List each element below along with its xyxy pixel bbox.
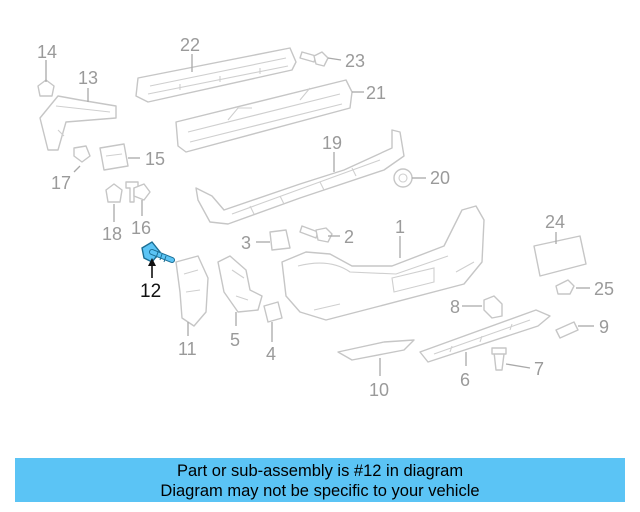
callout-2: 2 [344, 227, 354, 247]
part-14-clip [37, 79, 55, 97]
part-18-nut [105, 183, 123, 203]
callout-16: 16 [131, 218, 151, 238]
callout-13: 13 [78, 68, 98, 88]
part-1-bumper-cover [281, 205, 485, 321]
part-5-fender-bracket [217, 255, 263, 313]
part-17-clip [73, 145, 91, 163]
callout-21: 21 [366, 83, 386, 103]
callout-19: 19 [322, 133, 342, 153]
callout-24: 24 [545, 212, 565, 232]
callout-9: 9 [599, 317, 609, 337]
part-23-bolt [299, 51, 329, 67]
callout-7: 7 [534, 359, 544, 379]
part-10-reflector-trim [337, 339, 415, 361]
callout-6: 6 [460, 370, 470, 390]
caption-line-disclaimer: Diagram may not be specific to your vehi… [160, 482, 480, 500]
callout-18: 18 [102, 224, 122, 244]
part-2-bolt [299, 225, 333, 243]
callout-15: 15 [145, 149, 165, 169]
caption-line-part-number: Part or sub-assembly is #12 in diagram [176, 462, 464, 480]
callout-11: 11 [178, 339, 197, 359]
leader-lines [45, 54, 594, 376]
callout-8: 8 [450, 297, 460, 317]
part-19-mounting-bracket [195, 129, 405, 225]
part-7-screw [491, 347, 507, 371]
callout-17: 17 [51, 173, 71, 193]
callout-4: 4 [266, 344, 276, 364]
callout-25: 25 [594, 279, 614, 299]
callout-23: 23 [345, 51, 365, 71]
callout-12: 12 [140, 281, 161, 302]
part-15-guide [99, 143, 129, 171]
part-6-lower-trim [419, 309, 551, 363]
callout-1: 1 [395, 217, 405, 237]
caption-bar: Part or sub-assembly is #12 in diagram D… [15, 458, 625, 502]
part-22-reinforcement-bar [135, 47, 297, 103]
part-4-clip [263, 301, 283, 323]
part-25-clip [555, 279, 575, 295]
callout-22: 22 [180, 35, 200, 55]
callout-10: 10 [369, 380, 389, 400]
callout-3: 3 [241, 233, 251, 253]
callout-labels: 14 22 23 13 21 15 19 17 20 18 16 24 3 2 … [37, 35, 614, 400]
part-24-plate-panel [533, 235, 587, 277]
callout-14: 14 [37, 42, 57, 62]
parts-diagram: 14 22 23 13 21 15 19 17 20 18 16 24 3 2 … [37, 35, 614, 400]
part-9-clip [555, 321, 579, 339]
part-13-side-bracket [39, 95, 117, 151]
part-21-impact-absorber [175, 79, 353, 153]
callout-5: 5 [230, 330, 240, 350]
part-16-screw [125, 181, 151, 203]
part-12-bolt[interactable] [141, 241, 175, 263]
part-3-clip [269, 229, 291, 251]
part-20-nut [393, 168, 413, 188]
part-11-side-guide [175, 255, 209, 327]
part-8-sensor-holder [483, 295, 503, 319]
callout-20: 20 [430, 168, 450, 188]
